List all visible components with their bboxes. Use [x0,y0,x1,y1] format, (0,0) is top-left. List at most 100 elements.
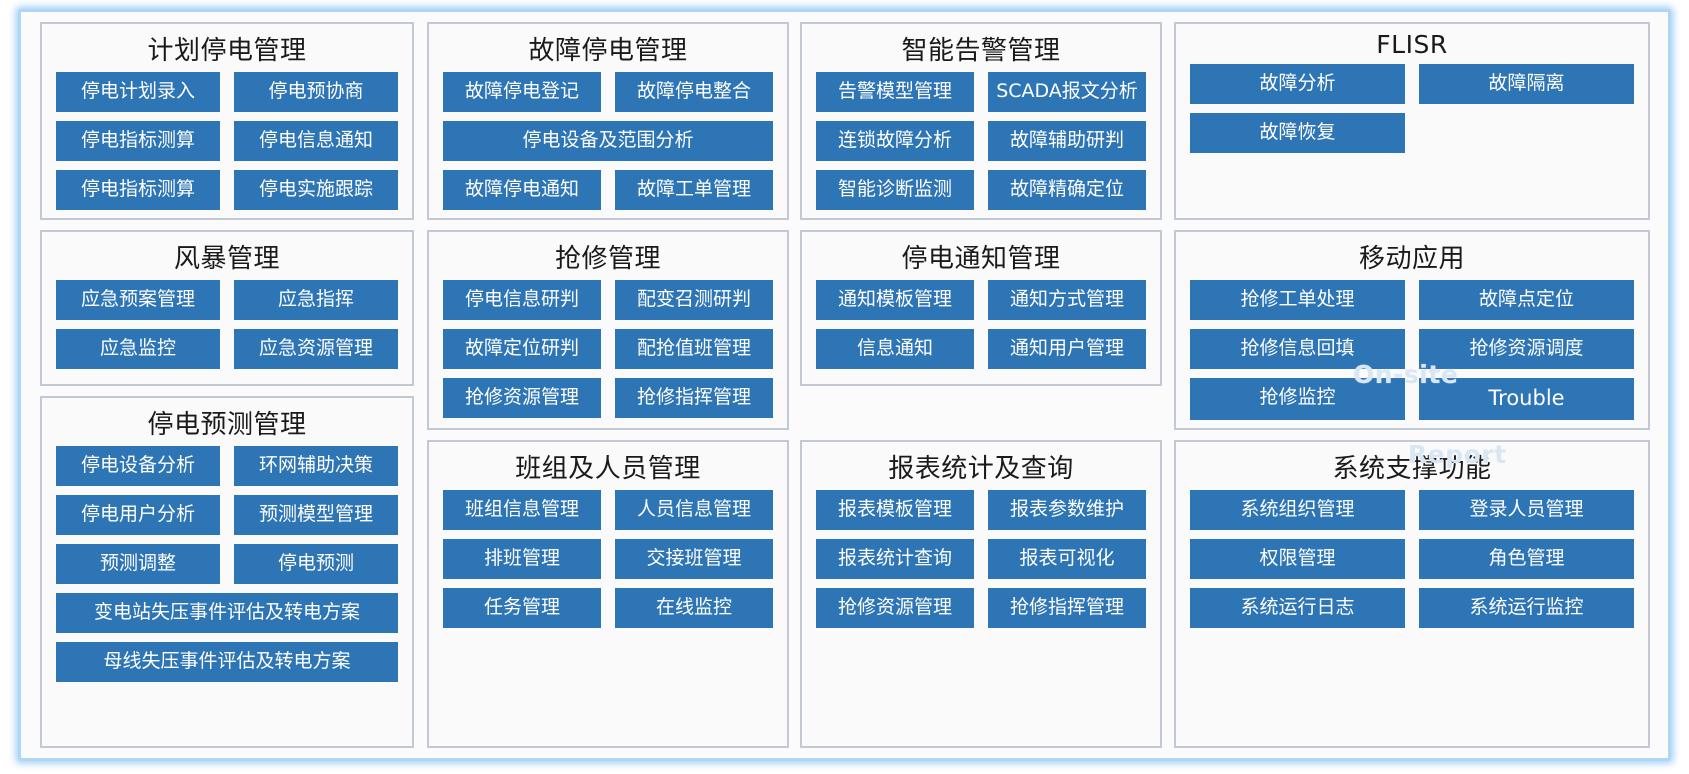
button-system-support-5[interactable]: 系统运行监控 [1419,588,1634,628]
panel-emergency-repair: 抢修管理停电信息研判配变召测研判故障定位研判配抢值班管理抢修资源管理抢修指挥管理 [427,230,789,430]
button-group-mobile-app: 抢修工单处理故障点定位抢修信息回填抢修资源调度抢修监控 Trouble [1176,280,1648,420]
button-outage-forecast-6[interactable]: 变电站失压事件评估及转电方案 [56,593,398,633]
button-team-personnel-3[interactable]: 交接班管理 [615,539,773,579]
button-flisr-1[interactable]: 故障隔离 [1419,64,1634,104]
button-emergency-repair-2[interactable]: 故障定位研判 [443,329,601,369]
button-outage-notice-2[interactable]: 信息通知 [816,329,974,369]
panel-title-outage-forecast: 停电预测管理 [147,410,307,440]
panel-title-storm: 风暴管理 [173,244,280,274]
button-flisr-0[interactable]: 故障分析 [1190,64,1405,104]
button-system-support-3[interactable]: 角色管理 [1419,539,1634,579]
button-report-query-5[interactable]: 抢修指挥管理 [988,588,1146,628]
button-system-support-0[interactable]: 系统组织管理 [1190,490,1405,530]
button-emergency-repair-1[interactable]: 配变召测研判 [615,280,773,320]
button-storm-0[interactable]: 应急预案管理 [56,280,220,320]
button-outage-notice-1[interactable]: 通知方式管理 [988,280,1146,320]
button-group-storm: 应急预案管理应急指挥应急监控应急资源管理 [42,280,412,369]
button-team-personnel-0[interactable]: 班组信息管理 [443,490,601,530]
button-system-support-2[interactable]: 权限管理 [1190,539,1405,579]
panel-planned-outage: 计划停电管理停电计划录入停电预协商停电指标测算停电信息通知停电指标测算停电实施跟… [40,22,414,220]
button-group-planned-outage: 停电计划录入停电预协商停电指标测算停电信息通知停电指标测算停电实施跟踪 [42,72,412,210]
panel-mobile-app: 移动应用抢修工单处理故障点定位抢修信息回填抢修资源调度抢修监控 Trouble [1174,230,1650,430]
button-report-query-2[interactable]: 报表统计查询 [816,539,974,579]
button-mobile-app-4[interactable]: 抢修监控 [1190,378,1405,420]
panel-storm: 风暴管理应急预案管理应急指挥应急监控应急资源管理 [40,230,414,386]
panel-title-team-personnel: 班组及人员管理 [515,454,701,484]
button-report-query-3[interactable]: 报表可视化 [988,539,1146,579]
button-mobile-app-0[interactable]: 抢修工单处理 [1190,280,1405,320]
button-storm-2[interactable]: 应急监控 [56,329,220,369]
button-team-personnel-2[interactable]: 排班管理 [443,539,601,579]
button-team-personnel-5[interactable]: 在线监控 [615,588,773,628]
button-report-query-1[interactable]: 报表参数维护 [988,490,1146,530]
button-fault-outage-4[interactable]: 故障工单管理 [615,170,773,210]
button-smart-alarm-0[interactable]: 告警模型管理 [816,72,974,112]
button-flisr-2[interactable]: 故障恢复 [1190,113,1405,153]
panel-title-report-query: 报表统计及查询 [888,454,1074,484]
panel-title-flisr: FLISR [1376,30,1448,59]
button-mobile-app-2[interactable]: 抢修信息回填 [1190,329,1405,369]
panel-report-query: 报表统计及查询报表模板管理报表参数维护报表统计查询报表可视化抢修资源管理抢修指挥… [800,440,1162,748]
button-emergency-repair-4[interactable]: 抢修资源管理 [443,378,601,418]
panel-fault-outage: 故障停电管理故障停电登记故障停电整合停电设备及范围分析故障停电通知故障工单管理 [427,22,789,220]
panel-title-fault-outage: 故障停电管理 [528,36,688,66]
button-planned-outage-2[interactable]: 停电指标测算 [56,121,220,161]
button-smart-alarm-5[interactable]: 故障精确定位 [988,170,1146,210]
button-mobile-app-1[interactable]: 故障点定位 [1419,280,1634,320]
button-outage-forecast-2[interactable]: 停电用户分析 [56,495,220,535]
button-system-support-1[interactable]: 登录人员管理 [1419,490,1634,530]
button-planned-outage-5[interactable]: 停电实施跟踪 [234,170,398,210]
button-group-emergency-repair: 停电信息研判配变召测研判故障定位研判配抢值班管理抢修资源管理抢修指挥管理 [429,280,787,418]
button-group-outage-forecast: 停电设备分析环网辅助决策停电用户分析预测模型管理预测调整停电预测变电站失压事件评… [42,446,412,682]
button-emergency-repair-5[interactable]: 抢修指挥管理 [615,378,773,418]
panel-team-personnel: 班组及人员管理班组信息管理人员信息管理排班管理交接班管理任务管理在线监控 [427,440,789,748]
button-outage-notice-0[interactable]: 通知模板管理 [816,280,974,320]
button-outage-notice-3[interactable]: 通知用户管理 [988,329,1146,369]
button-storm-3[interactable]: 应急资源管理 [234,329,398,369]
button-smart-alarm-4[interactable]: 智能诊断监测 [816,170,974,210]
panel-grid: 计划停电管理停电计划录入停电预协商停电指标测算停电信息通知停电指标测算停电实施跟… [40,22,1650,748]
button-planned-outage-4[interactable]: 停电指标测算 [56,170,220,210]
button-mobile-app-5[interactable]: Trouble [1419,378,1634,420]
button-fault-outage-1[interactable]: 故障停电整合 [615,72,773,112]
button-outage-forecast-0[interactable]: 停电设备分析 [56,446,220,486]
button-planned-outage-3[interactable]: 停电信息通知 [234,121,398,161]
panel-title-planned-outage: 计划停电管理 [147,36,307,66]
button-group-system-support: 系统组织管理登录人员管理权限管理角色管理系统运行日志系统运行监控 [1176,490,1648,628]
button-smart-alarm-3[interactable]: 故障辅助研判 [988,121,1146,161]
panel-title-outage-notice: 停电通知管理 [901,244,1061,274]
button-group-fault-outage: 故障停电登记故障停电整合停电设备及范围分析故障停电通知故障工单管理 [429,72,787,210]
button-storm-1[interactable]: 应急指挥 [234,280,398,320]
button-outage-forecast-1[interactable]: 环网辅助决策 [234,446,398,486]
panel-flisr: FLISR 故障分析故障隔离故障恢复 [1174,22,1650,220]
button-group-smart-alarm: 告警模型管理 SCADA报文分析连锁故障分析故障辅助研判智能诊断监测故障精确定位 [802,72,1160,210]
panel-title-smart-alarm: 智能告警管理 [901,36,1061,66]
button-team-personnel-1[interactable]: 人员信息管理 [615,490,773,530]
button-outage-forecast-5[interactable]: 停电预测 [234,544,398,584]
button-smart-alarm-2[interactable]: 连锁故障分析 [816,121,974,161]
button-smart-alarm-1[interactable]: SCADA报文分析 [988,72,1146,112]
button-group-team-personnel: 班组信息管理人员信息管理排班管理交接班管理任务管理在线监控 [429,490,787,628]
button-planned-outage-0[interactable]: 停电计划录入 [56,72,220,112]
button-emergency-repair-0[interactable]: 停电信息研判 [443,280,601,320]
button-emergency-repair-3[interactable]: 配抢值班管理 [615,329,773,369]
button-system-support-4[interactable]: 系统运行日志 [1190,588,1405,628]
button-group-report-query: 报表模板管理报表参数维护报表统计查询报表可视化抢修资源管理抢修指挥管理 [802,490,1160,628]
button-fault-outage-2[interactable]: 停电设备及范围分析 [443,121,773,161]
button-report-query-4[interactable]: 抢修资源管理 [816,588,974,628]
panel-title-mobile-app: 移动应用 [1358,244,1465,274]
button-outage-forecast-4[interactable]: 预测调整 [56,544,220,584]
panel-outage-forecast: 停电预测管理停电设备分析环网辅助决策停电用户分析预测模型管理预测调整停电预测变电… [40,396,414,748]
button-group-flisr: 故障分析故障隔离故障恢复 [1176,64,1648,153]
button-outage-forecast-3[interactable]: 预测模型管理 [234,495,398,535]
button-team-personnel-4[interactable]: 任务管理 [443,588,601,628]
button-planned-outage-1[interactable]: 停电预协商 [234,72,398,112]
panel-title-system-support: 系统支撑功能 [1332,454,1492,484]
panel-system-support: 系统支撑功能系统组织管理登录人员管理权限管理角色管理系统运行日志系统运行监控 [1174,440,1650,748]
button-report-query-0[interactable]: 报表模板管理 [816,490,974,530]
button-fault-outage-0[interactable]: 故障停电登记 [443,72,601,112]
button-mobile-app-3[interactable]: 抢修资源调度 [1419,329,1634,369]
button-outage-forecast-7[interactable]: 母线失压事件评估及转电方案 [56,642,398,682]
button-fault-outage-3[interactable]: 故障停电通知 [443,170,601,210]
